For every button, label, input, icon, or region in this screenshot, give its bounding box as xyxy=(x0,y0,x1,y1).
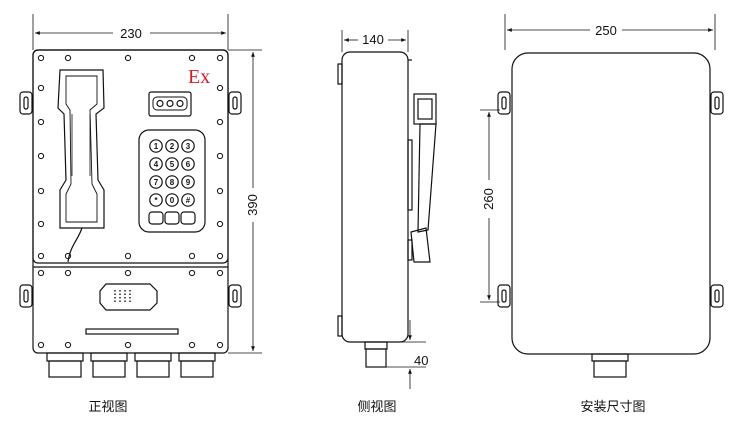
front-width-label: 230 xyxy=(120,26,142,41)
front-cable-glands xyxy=(46,352,216,378)
install-width-label: 250 xyxy=(595,23,617,38)
keypad-key xyxy=(149,193,163,207)
install-view-caption: 安装尺寸图 xyxy=(580,400,645,415)
front-view xyxy=(19,14,262,378)
front-handset xyxy=(57,69,105,263)
side-depth-label: 140 xyxy=(362,32,384,47)
keypad-key xyxy=(165,175,179,189)
side-front-lip-lower xyxy=(407,239,413,261)
keypad-key xyxy=(181,175,195,189)
side-back-ear-top xyxy=(337,63,343,85)
front-keypad-keys: 1 2 3 4 5 6 7 8 9 * 0 # xyxy=(148,139,196,225)
install-view xyxy=(480,14,724,378)
front-mount-ear-left-bottom xyxy=(19,284,33,308)
install-mount-ear-left-top xyxy=(497,91,511,115)
keypad-key-label: 0 xyxy=(170,196,175,205)
side-handset xyxy=(410,93,437,263)
side-front-lip xyxy=(407,139,413,211)
install-mount-ear-left-bottom xyxy=(497,284,511,308)
keypad-key xyxy=(181,139,195,153)
front-height-label: 390 xyxy=(245,194,260,216)
keypad-key-label: 4 xyxy=(154,160,159,169)
side-view-caption: 侧视图 xyxy=(357,400,396,415)
keypad-key xyxy=(165,139,179,153)
keypad-key xyxy=(181,193,195,207)
front-upper-panel xyxy=(32,49,229,264)
keypad-key xyxy=(149,175,163,189)
front-screws xyxy=(37,54,224,349)
front-mount-ear-left-top xyxy=(19,91,33,115)
front-enclosure xyxy=(32,49,229,354)
keypad-key-label: 8 xyxy=(170,178,175,187)
install-gland-nut xyxy=(591,353,629,362)
side-body xyxy=(341,51,409,343)
side-back-ear-bottom xyxy=(337,315,343,337)
front-handset-cord xyxy=(67,227,83,263)
install-body xyxy=(511,52,711,355)
keypad-key xyxy=(181,157,195,171)
keypad-key xyxy=(149,157,163,171)
side-view xyxy=(337,30,437,389)
install-mount-ear-right-top xyxy=(710,91,724,115)
side-gland-label: 40 xyxy=(414,353,428,368)
keypad-key xyxy=(149,139,163,153)
keypad-key-label: 5 xyxy=(170,160,175,169)
keypad-key-label: 6 xyxy=(186,160,191,169)
keypad-function-key xyxy=(148,211,164,225)
side-gland-body xyxy=(365,348,387,368)
keypad-key-label: 7 xyxy=(154,178,159,187)
install-gland-body xyxy=(593,360,627,378)
keypad-key-label: 1 xyxy=(154,142,159,151)
keypad-key xyxy=(165,157,179,171)
front-keypad xyxy=(138,129,206,233)
keypad-key-label: 2 xyxy=(170,142,175,151)
keypad-key-label: * xyxy=(154,196,158,205)
front-mount-ear-right-top xyxy=(228,91,242,115)
install-mount-ear-right-bottom xyxy=(710,284,724,308)
front-speaker xyxy=(99,283,158,311)
keypad-key xyxy=(165,193,179,207)
install-spacing-label: 260 xyxy=(481,188,496,210)
front-mount-ear-right-bottom xyxy=(228,284,242,308)
ex-mark: Ex xyxy=(188,66,210,88)
keypad-key-label: 9 xyxy=(186,178,191,187)
front-status-window xyxy=(148,91,192,117)
keypad-key-label: 3 xyxy=(186,142,191,151)
front-view-caption: 正视图 xyxy=(88,400,127,415)
keypad-function-key xyxy=(180,211,196,225)
keypad-key-label: # xyxy=(186,196,191,205)
front-label-slot xyxy=(85,328,179,335)
side-gland-nut xyxy=(364,341,388,350)
keypad-function-key xyxy=(164,211,180,225)
